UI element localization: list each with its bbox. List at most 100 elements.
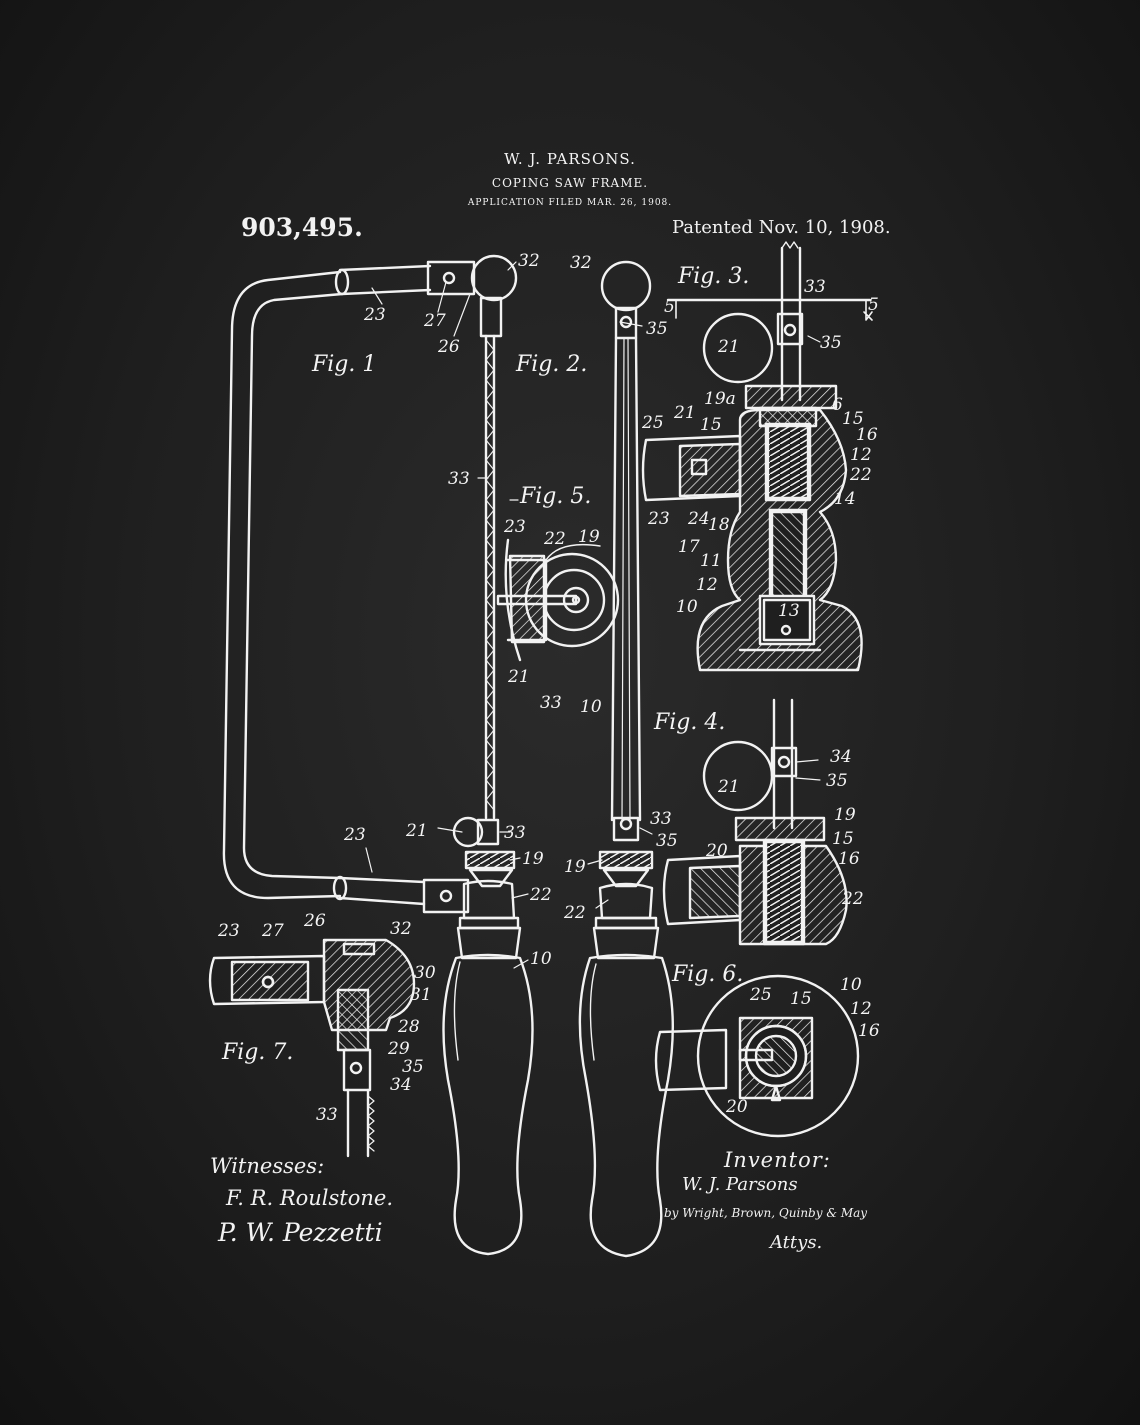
ref-6: 6 [832, 395, 843, 415]
fig1-saw-frame [222, 254, 534, 1256]
ref-29: 29 [387, 1039, 410, 1059]
fig7-section [208, 938, 416, 1158]
attorneys-signature: by Wright, Brown, Quinby & May [664, 1206, 868, 1220]
ref-12: 12 [850, 445, 872, 465]
ref-23: 23 [217, 921, 240, 941]
attorneys-label: Attys. [770, 1232, 823, 1253]
ref-23: 23 [363, 305, 386, 325]
ref-34: 34 [830, 747, 852, 767]
ref-17: 17 [678, 537, 700, 557]
patent-date: Patented Nov. 10, 1908. [672, 217, 891, 238]
ref-10: 10 [676, 597, 698, 617]
fig3-label: Fig. 3. [678, 264, 750, 289]
ref-10: 10 [840, 975, 862, 995]
fig2-label: Fig. 2. [516, 352, 588, 377]
ref-27: 27 [261, 921, 284, 941]
ref-5: 5 [664, 297, 675, 317]
inventor-name: W. J. PARSONS. [504, 150, 636, 168]
invention-title: COPING SAW FRAME. [491, 176, 649, 190]
application-filed: APPLICATION FILED MAR. 26, 1908. [467, 198, 673, 208]
ref-33: 33 [650, 809, 672, 829]
ref-33: 33 [316, 1105, 338, 1125]
ref-35: 35 [646, 319, 668, 339]
ref-16: 16 [838, 849, 860, 869]
ref-19: 19 [578, 527, 600, 547]
fig5-label: Fig. 5. [520, 484, 592, 509]
ref-5: 5 [868, 295, 879, 315]
ref-12: 12 [850, 999, 872, 1019]
fig2-side-view [578, 260, 674, 1258]
ref-27: 27 [423, 311, 446, 331]
ref-26: 26 [303, 911, 326, 931]
ref-15: 15 [842, 409, 864, 429]
ref-20: 20 [705, 841, 728, 861]
inventor-signature: W. J. Parsons [682, 1174, 798, 1195]
ref-14: 14 [834, 489, 856, 509]
ref-22: 22 [841, 889, 864, 909]
ref-11: 11 [700, 551, 722, 571]
ref-35: 35 [402, 1057, 424, 1077]
ref-15: 15 [790, 989, 812, 1009]
ref-21: 21 [405, 821, 428, 841]
ref-25: 25 [749, 985, 772, 1005]
ref-24: 24 [687, 509, 710, 529]
fig7-label: Fig. 7. [222, 1040, 294, 1065]
ref-32: 32 [518, 251, 540, 271]
ref-21: 21 [717, 337, 740, 357]
ref-20: 20 [725, 1097, 748, 1117]
fig4-section [662, 698, 848, 946]
witnesses-label: Witnesses: [210, 1154, 325, 1178]
ref-34: 34 [390, 1075, 412, 1095]
ref-35: 35 [656, 831, 678, 851]
ref-33: 33 [804, 277, 826, 297]
ref-23: 23 [647, 509, 670, 529]
ref-32: 32 [390, 919, 412, 939]
ref-12: 12 [696, 575, 718, 595]
ref-22: 22 [849, 465, 872, 485]
fig6-label: Fig. 6. [672, 962, 744, 987]
ref-16: 16 [858, 1021, 880, 1041]
ref-35: 35 [826, 771, 848, 791]
ref-19: 19 [564, 857, 586, 877]
ref-32: 32 [570, 253, 592, 273]
ref-21: 21 [717, 777, 740, 797]
ref-10: 10 [530, 949, 552, 969]
ref-23: 23 [343, 825, 366, 845]
ref-33: 33 [540, 693, 562, 713]
ref-22: 22 [529, 885, 552, 905]
ref-18: 18 [708, 515, 730, 535]
ref-15: 15 [700, 415, 722, 435]
reference-numerals: 32 32 23 27 26 35 33 33 5 5 21 35 19a 6 … [217, 251, 880, 1125]
ref-16: 16 [856, 425, 878, 445]
ref-19: 19 [522, 849, 544, 869]
ref-33: 33 [504, 823, 526, 843]
ref-22: 22 [543, 529, 566, 549]
ref-21: 21 [507, 667, 530, 687]
ref-33: 33 [448, 469, 470, 489]
ref-13: 13 [778, 601, 800, 621]
fig4-label: Fig. 4. [654, 710, 726, 735]
fig1-label: Fig. 1 [312, 352, 377, 377]
ref-10: 10 [580, 697, 602, 717]
ref-15: 15 [832, 829, 854, 849]
fig5-end-view [496, 538, 620, 662]
ref-21: 21 [673, 403, 696, 423]
patent-number: 903,495. [241, 213, 363, 242]
ref-19: 19 [834, 805, 856, 825]
ref-35: 35 [820, 333, 842, 353]
leader-lines [365, 261, 821, 969]
ref-25: 25 [641, 413, 664, 433]
witness-signature-1: F. R. Roulstone. [226, 1186, 393, 1210]
ref-31: 31 [410, 985, 432, 1005]
ref-22: 22 [563, 903, 586, 923]
ref-23: 23 [503, 517, 526, 537]
witness-signature-2: P. W. Pezzetti [218, 1218, 383, 1247]
fig3-section [641, 241, 873, 672]
ref-26: 26 [437, 337, 460, 357]
inventor-label: Inventor: [724, 1148, 831, 1172]
fig6-end-view [654, 974, 860, 1138]
ref-19a: 19a [704, 389, 736, 409]
ref-28: 28 [397, 1017, 420, 1037]
